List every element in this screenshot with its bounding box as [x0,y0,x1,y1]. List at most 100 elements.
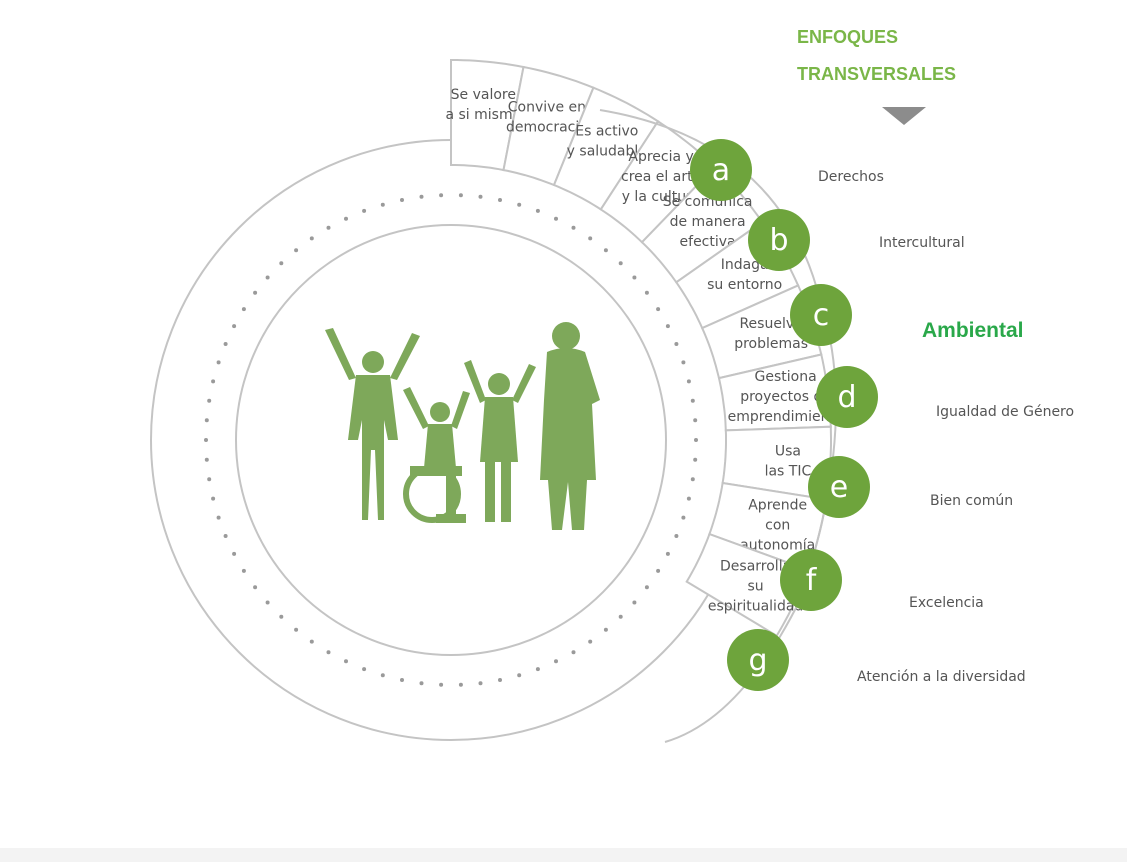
competency-label-line: Resuelve [739,316,802,332]
dotted-ring [204,193,698,687]
ring-dot [632,600,637,605]
competency-label-line: de manera [670,214,746,230]
ring-dot [644,585,649,590]
ring-dot [223,342,228,346]
girl-figure [325,328,420,520]
approach-letter: b [769,223,788,258]
competency-label-line: democracia [506,119,588,135]
approach-letter: a [712,153,730,188]
ring-dot [588,236,593,241]
approach-badge [816,366,878,428]
competency-label: Resuelve problemas [734,316,808,352]
competency-label-line: problemas [734,336,808,352]
ring-dot [681,360,686,365]
ring-dot [690,398,695,403]
ring-dot [439,682,444,687]
approach-label: Derechos [818,169,884,185]
ring-dot [204,457,209,462]
ring-dot [207,398,212,403]
ring-dot [632,275,637,280]
ring-dot [380,202,385,207]
ring-dot [309,639,314,644]
bottom-strip [0,848,1127,862]
ring-dot [211,496,216,501]
ring-dot [279,614,284,619]
approach-item-a: a Derechos [690,139,884,201]
ring-dot [326,650,331,655]
approach-badge [808,456,870,518]
approach-label: Ambiental [922,319,1024,342]
ring-dot [309,236,314,241]
ring-dot [618,614,623,619]
competency-label-line: efectiva [680,234,736,250]
ring-dot [207,477,212,482]
ring-dot [326,225,331,230]
approach-badge [727,629,789,691]
ring-dot [216,360,221,365]
approach-item-b: b Intercultural [748,209,965,271]
ring-dot [535,208,540,213]
approach-letter: d [837,380,856,415]
ring-dot [603,627,608,632]
ring-dot [690,477,695,482]
competency-label-line: Desarrolla [720,558,791,574]
ring-dot [603,248,608,253]
wheelchair-child-figure [403,387,470,523]
competency-label-line: proyectos de [740,389,831,405]
ring-dot [253,290,258,295]
ring-dot [232,324,237,329]
ring-dot [517,673,522,678]
ring-dot [554,216,558,221]
ring-dot [458,682,463,687]
approach-label: Excelencia [909,595,984,611]
competency-label-line: crea el arte [621,169,701,185]
ring-dot [204,418,209,423]
approach-badge [690,139,752,201]
ring-dot [588,639,593,644]
ring-dot [279,261,284,266]
ring-dot [241,307,246,312]
ring-dot [498,678,502,682]
approach-badge [780,549,842,611]
approach-letter: g [748,643,767,678]
ring-dot [656,568,661,573]
ring-dot [344,659,348,664]
ring-dot [265,600,270,605]
ring-dot [362,208,367,213]
ring-dot [232,551,237,556]
ring-dot [674,342,679,346]
ring-dot [400,678,404,682]
approach-letter: f [806,563,818,598]
ring-dot [294,627,299,632]
competency-label-line: Aprende [748,498,807,514]
ring-dot [362,667,367,672]
approach-badge [790,284,852,346]
ring-dot [644,290,649,295]
family-figures-icon [325,322,600,530]
competency-label-line: autonomía [740,538,815,554]
ring-dot [294,248,299,253]
ring-dot [344,216,348,221]
ring-dot [535,667,540,672]
ring-dot [478,681,483,686]
ring-dot [439,193,444,198]
competency-label-line: espiritualidad [708,598,803,614]
competency-label-line: Usa [775,444,801,460]
approaches-heading-line-1: ENFOQUES [797,27,898,47]
ring-dot [618,261,623,266]
ring-dot [400,198,404,202]
boy-figure [464,360,536,522]
ring-dot [380,673,385,678]
approach-label: Intercultural [879,235,965,251]
ring-dot [674,534,679,538]
ring-dot [693,457,698,462]
